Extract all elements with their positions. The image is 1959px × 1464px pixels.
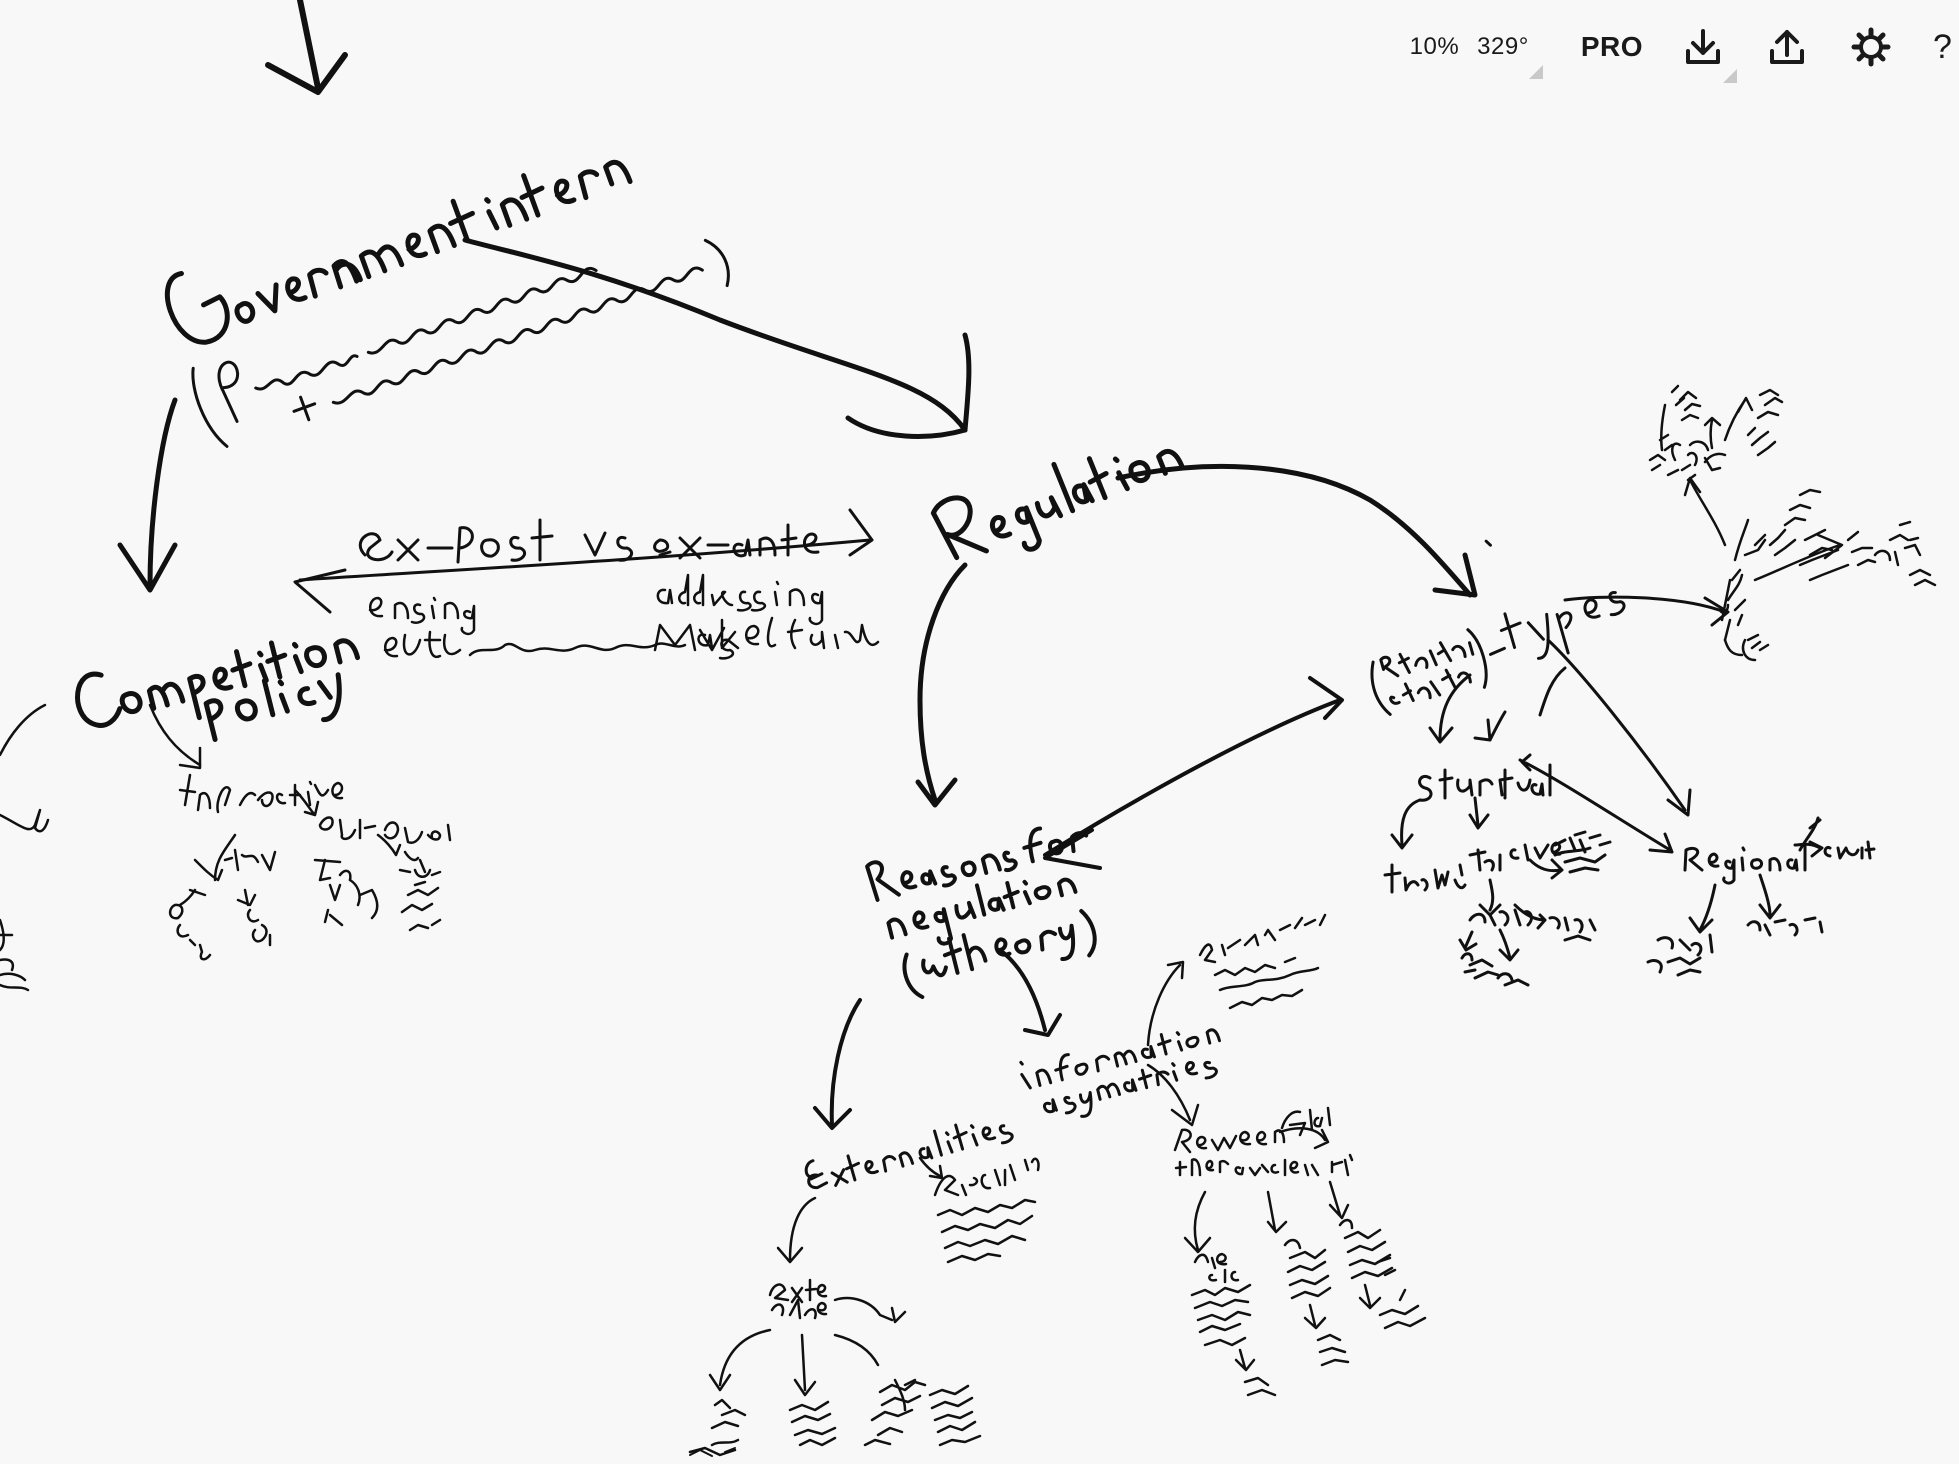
rotation-angle[interactable]: 329° bbox=[1477, 33, 1529, 60]
ex-post-ex-ante-link bbox=[293, 508, 874, 614]
arrow-gov-to-regulation bbox=[462, 237, 972, 439]
upload-icon bbox=[1770, 30, 1804, 64]
info-asymmetry-result bbox=[1146, 913, 1327, 1047]
settings-button[interactable] bbox=[1849, 25, 1893, 69]
download-menu-indicator bbox=[1723, 69, 1737, 83]
upload-button[interactable] bbox=[1765, 25, 1809, 69]
regional-branch bbox=[1646, 816, 1876, 977]
government-intervention-title bbox=[164, 159, 633, 345]
top-arrow bbox=[265, 0, 348, 95]
types-branches bbox=[1428, 595, 1730, 817]
arrow-regulation-to-types bbox=[1115, 463, 1478, 598]
ensuring-competition-text bbox=[368, 573, 880, 660]
regulation-types-label bbox=[1370, 539, 1626, 716]
between-landlords-branch bbox=[1146, 1063, 1427, 1397]
top-toolbar: 10% 329° PRO bbox=[1409, 22, 1959, 83]
help-button[interactable]: ? bbox=[1933, 25, 1959, 69]
structural-branch bbox=[1383, 753, 1674, 987]
view-status[interactable]: 10% 329° bbox=[1409, 33, 1543, 79]
externalities-label bbox=[804, 1123, 1014, 1190]
top-right-branch bbox=[1648, 384, 1937, 662]
competition-policy-label bbox=[75, 638, 361, 742]
view-corner-indicator bbox=[1528, 65, 1543, 79]
download-button[interactable] bbox=[1681, 25, 1737, 83]
pro-label[interactable]: PRO bbox=[1580, 31, 1643, 62]
help-icon: ? bbox=[1933, 27, 1952, 66]
externalities-result bbox=[918, 1156, 1040, 1264]
external-effects-branch bbox=[688, 1196, 982, 1457]
download-icon bbox=[1686, 29, 1720, 64]
bottom-edge-strokes bbox=[689, 1447, 736, 1457]
reasons-for-regulation-label bbox=[865, 826, 1097, 999]
gear-icon bbox=[1851, 27, 1891, 67]
regulation-label bbox=[930, 448, 1185, 561]
arrow-reasons-types bbox=[1043, 676, 1344, 870]
competition-branches bbox=[0, 703, 452, 992]
arrow-regulation-to-reasons bbox=[915, 562, 968, 808]
information-asymmetries-label bbox=[1019, 1028, 1221, 1118]
zoom-level[interactable]: 10% bbox=[1409, 33, 1460, 60]
arrows-from-reasons bbox=[813, 948, 1062, 1130]
arrow-gov-to-competition bbox=[117, 397, 178, 593]
